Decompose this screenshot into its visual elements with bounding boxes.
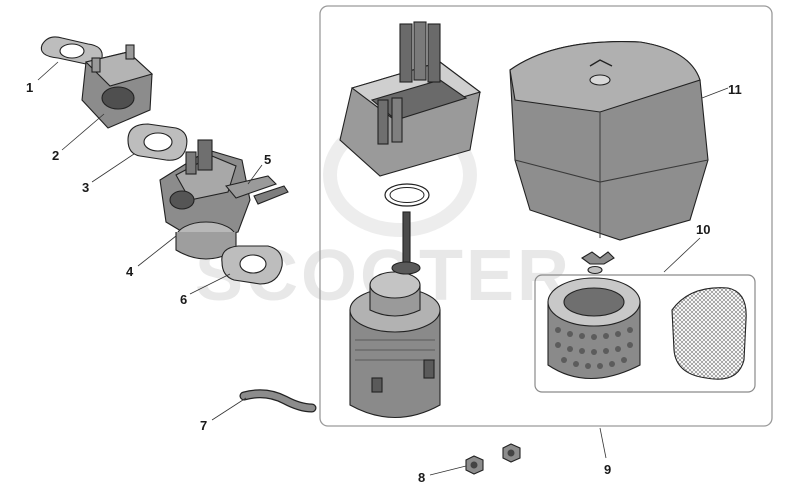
- callout-1: 1: [26, 80, 33, 95]
- gasket-part-3: [127, 123, 188, 161]
- callout-8: 8: [418, 470, 425, 485]
- seal-ring: [384, 183, 430, 207]
- hose-part-7: [239, 389, 317, 413]
- callout-7: 7: [200, 418, 207, 433]
- linkage-part-5: [225, 175, 289, 205]
- callout-9: 9: [604, 462, 611, 477]
- callout-3: 3: [82, 180, 89, 195]
- callout-11: 11: [728, 82, 742, 97]
- spacer-part-2: [81, 44, 154, 129]
- callout-6: 6: [180, 292, 187, 307]
- callout-2: 2: [52, 148, 59, 163]
- wing-nut: [581, 251, 615, 275]
- callout-labels: 1 2 3 4 5 6 7 8 9 10 11: [26, 80, 742, 485]
- callout-5: 5: [264, 152, 271, 167]
- air-cleaner-base: [339, 21, 482, 177]
- filter-element-part-10: [547, 277, 641, 379]
- carburetor-part-4: [159, 139, 251, 260]
- callout-4: 4: [126, 264, 134, 279]
- callout-10: 10: [696, 222, 710, 237]
- cover-part-11: [509, 41, 709, 241]
- pre-filter-mesh: [671, 287, 747, 380]
- gasket-part-6: [221, 245, 283, 285]
- lower-housing: [349, 261, 441, 419]
- leader-lines: [37, 61, 729, 476]
- nuts-part-8: [465, 443, 521, 475]
- filter-element-frame: [534, 274, 756, 393]
- air-cleaner-assembly-frame: [319, 5, 773, 427]
